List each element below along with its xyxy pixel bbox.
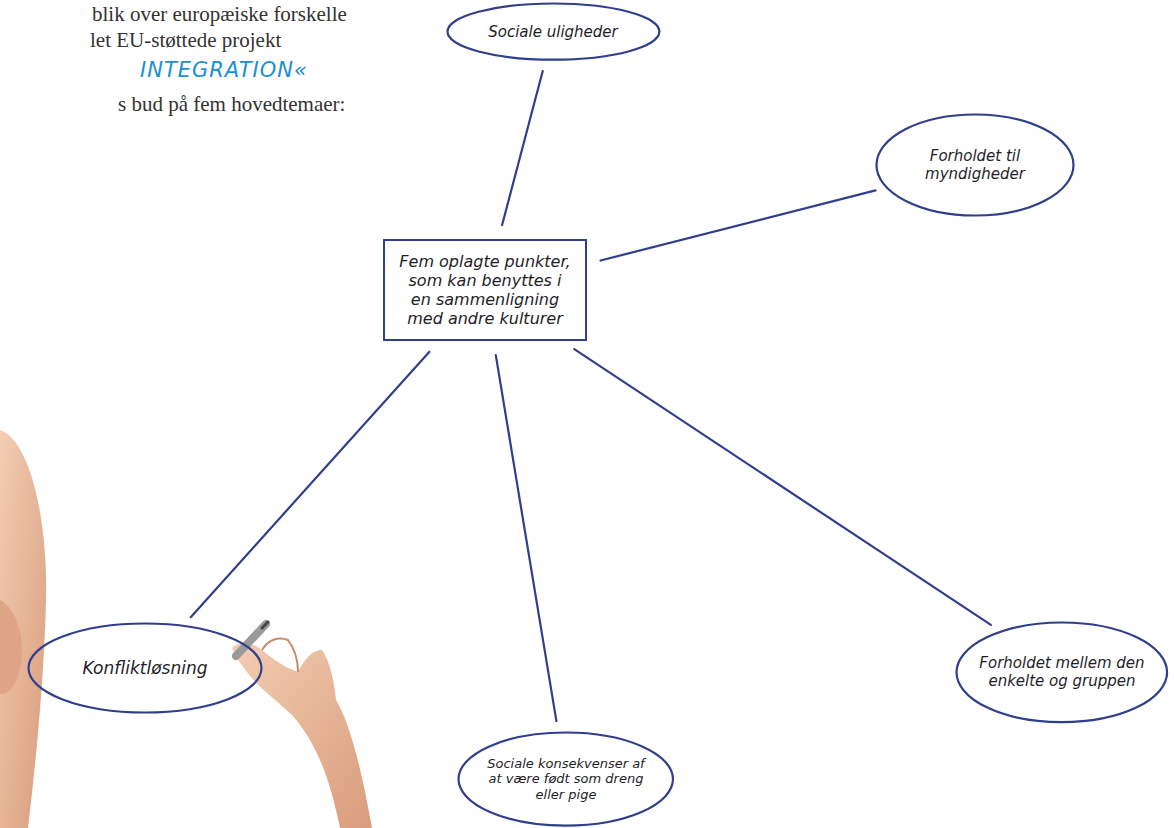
connector-line bbox=[502, 71, 543, 225]
connector-line bbox=[601, 190, 876, 260]
connector-line bbox=[574, 349, 991, 625]
head-shape bbox=[0, 430, 46, 828]
hand-shape bbox=[232, 643, 372, 828]
intro-text: let EU-støttede projekt bbox=[90, 28, 281, 53]
theme-text: Sociale uligheder bbox=[465, 23, 640, 41]
theme-text: Forholdet til myndigheder bbox=[908, 147, 1043, 183]
connector-line bbox=[496, 355, 557, 721]
theme-ellipse: Konfliktløsning bbox=[27, 622, 263, 714]
finger-shape bbox=[262, 638, 298, 672]
center-box: Fem oplagte punkter, som kan benyttes i … bbox=[383, 239, 587, 342]
ellipse-shape bbox=[29, 624, 262, 713]
theme-ellipse: Sociale konsekvenser af at være født som… bbox=[457, 731, 674, 827]
ellipse-shape bbox=[447, 4, 659, 60]
ellipse-shape bbox=[459, 732, 673, 825]
intro-text: blik over europæiske forskelle bbox=[92, 2, 347, 27]
theme-text: Forholdet mellem den enkelte og gruppen bbox=[974, 654, 1149, 690]
ear-shape bbox=[0, 600, 22, 694]
ellipse-shape bbox=[877, 115, 1074, 216]
intro-text: s bud på fem hovedtemaer: bbox=[118, 92, 345, 117]
box-text: Fem oplagte punkter, som kan benyttes i … bbox=[396, 252, 574, 329]
pen-tip bbox=[262, 622, 268, 628]
connector-line bbox=[191, 352, 430, 617]
theme-ellipse: Sociale uligheder bbox=[446, 2, 661, 61]
theme-text: Konfliktløsning bbox=[45, 658, 245, 678]
theme-ellipse: Forholdet mellem den enkelte og gruppen bbox=[955, 621, 1169, 724]
project-name: INTEGRATION« bbox=[140, 58, 308, 82]
theme-ellipse: Forholdet til myndigheder bbox=[875, 113, 1075, 217]
theme-text: Sociale konsekvenser af at være født som… bbox=[486, 756, 646, 803]
ellipse-shape bbox=[957, 622, 1168, 722]
